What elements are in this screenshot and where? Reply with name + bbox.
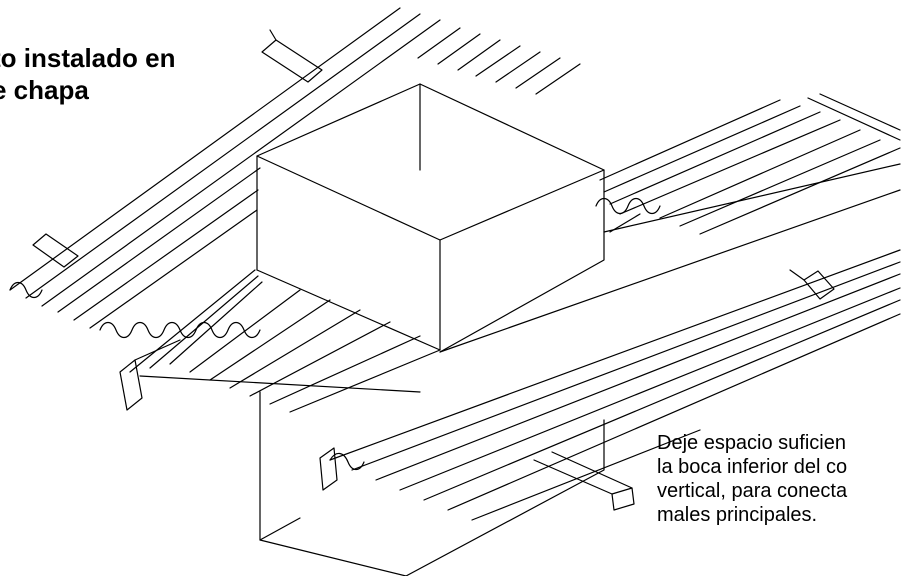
duct-lower bbox=[259, 391, 605, 576]
title-line-2: e chapa bbox=[0, 75, 89, 105]
duct-upper bbox=[256, 83, 605, 351]
sheet-right bbox=[329, 93, 901, 521]
installation-note: Deje espacio suficien la boca inferior d… bbox=[657, 431, 847, 527]
purlin-right bbox=[789, 269, 835, 300]
sheet-back-right bbox=[599, 99, 901, 235]
note-line-3: vertical, para conecta bbox=[657, 480, 848, 502]
title-line-1: to instalado en bbox=[0, 43, 176, 73]
purlin-lower-right bbox=[533, 451, 635, 511]
purlin-front bbox=[319, 447, 338, 491]
note-line-1: Deje espacio suficien bbox=[657, 432, 846, 454]
sheet-upper-left bbox=[9, 7, 581, 329]
diagram-title: to instalado en e chapa bbox=[0, 42, 175, 106]
note-line-2: la boca inferior del co bbox=[657, 456, 848, 478]
purlin-left bbox=[32, 233, 79, 268]
purlin-top bbox=[261, 29, 323, 83]
note-line-4: males principales. bbox=[657, 504, 818, 526]
sheet-lower-left bbox=[99, 269, 441, 413]
